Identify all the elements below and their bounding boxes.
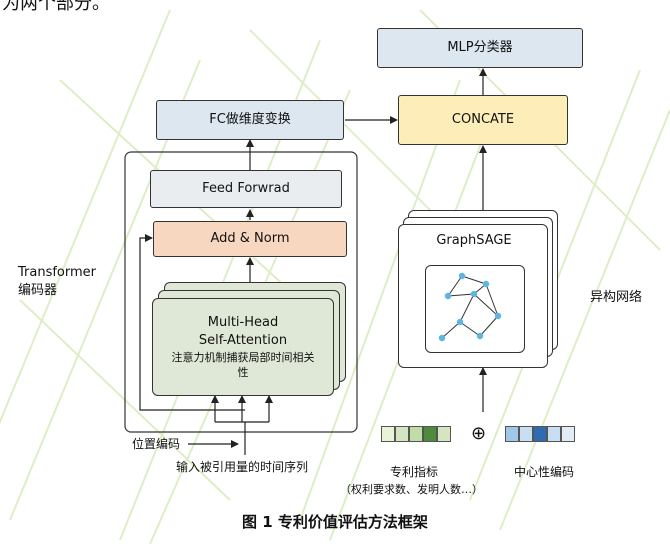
input-series-label: 输入被引用量的时间序列	[176, 460, 309, 474]
top-text: 为两个部分。	[2, 0, 110, 14]
mlp-classifier-box: MLP分类器	[377, 28, 583, 68]
patent-feature-cell	[395, 426, 409, 442]
add-norm-box: Add & Norm	[153, 221, 347, 257]
multi-head-attention-box: Multi-Head Self-Attention 注意力机制捕获局部时间相关 …	[152, 298, 334, 396]
concat-oplus-icon: ⊕	[471, 423, 487, 444]
concate-box: CONCATE	[398, 95, 568, 145]
centrality-cell	[519, 426, 533, 442]
centrality-cell	[533, 426, 547, 442]
transformer-label-line1: Transformer	[18, 265, 97, 280]
graph-panel	[425, 265, 525, 353]
patent-index-detail: （权利要求数、发明人数…）	[340, 483, 483, 496]
mha-title-line1: Multi-Head	[207, 315, 279, 330]
patent-feature-cell	[409, 426, 423, 442]
graphsage-title: GraphSAGE	[436, 233, 512, 248]
mha-desc-line2: 性	[237, 366, 249, 379]
fc-transform-box: FC做维度变换	[156, 100, 344, 140]
mha-title-line2: Self-Attention	[198, 333, 288, 348]
patent-index-label: 专利指标	[390, 465, 439, 479]
pos-encoding-label: 位置编码	[132, 437, 181, 451]
transformer-label-line2: 编码器	[18, 283, 58, 298]
hetero-network-label: 异构网络	[590, 290, 643, 305]
centrality-label: 中心性编码	[514, 465, 575, 479]
patent-feature-cell	[381, 426, 395, 442]
graphsage-box: GraphSAGE	[398, 224, 548, 368]
patent-feature-cell	[437, 426, 451, 442]
centrality-cell	[547, 426, 561, 442]
centrality-cell	[505, 426, 519, 442]
mha-desc-line1: 注意力机制捕获局部时间相关	[171, 351, 315, 364]
centrality-cell	[561, 426, 575, 442]
feed-forward-box: Feed Forwrad	[150, 170, 342, 208]
graph-icon	[438, 272, 502, 342]
transformer-label: Transformer 编码器	[18, 264, 96, 300]
figure-caption: 图 1 专利价值评估方法框架	[242, 513, 428, 531]
patent-feature-cell	[423, 426, 437, 442]
